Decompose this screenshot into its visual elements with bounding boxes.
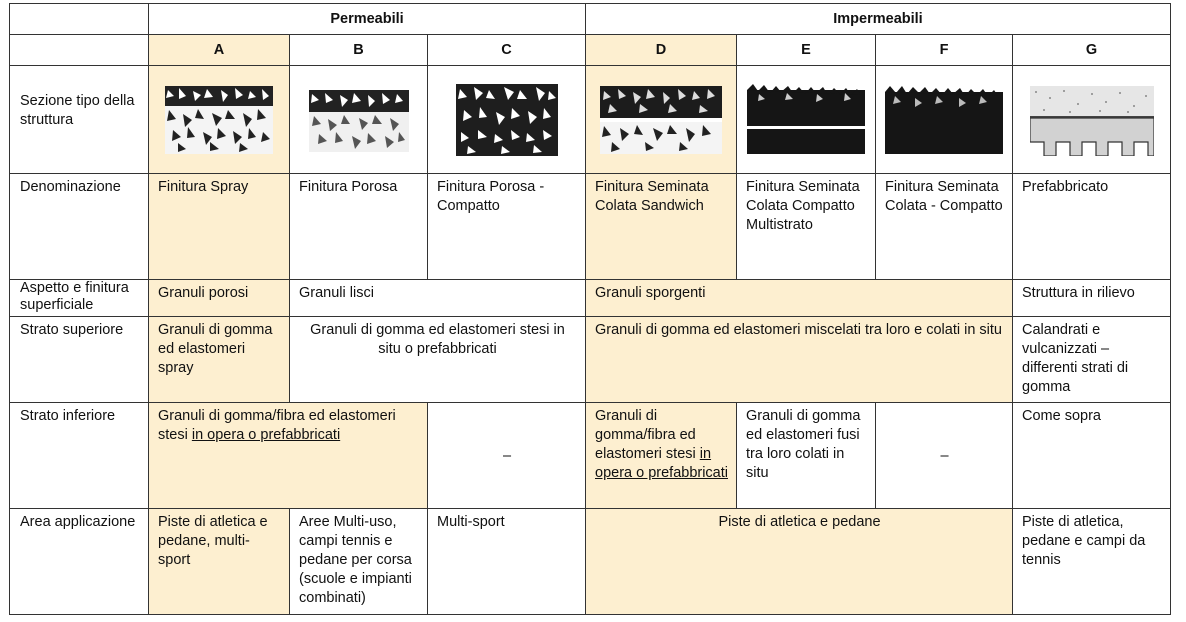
column-header-e: E <box>736 34 876 66</box>
column-header-c: C <box>427 34 586 66</box>
section-image-e <box>736 65 876 174</box>
layer-diagram-d <box>600 85 722 154</box>
aspetto-g: Struttura in rilievo <box>1012 279 1171 317</box>
section-image-g <box>1012 65 1171 174</box>
section-image-b <box>289 65 428 174</box>
denominazione-g: Prefabbricato <box>1012 173 1171 280</box>
inferiore-ab: Granuli di gomma/fibra ed elastomeri ste… <box>148 402 428 509</box>
denominazione-d: Finitura Seminata Colata Sandwich <box>585 173 737 280</box>
column-header-f: F <box>875 34 1013 66</box>
superiore-a: Granuli di gomma ed elastomeri spray <box>148 316 290 403</box>
inferiore-c: – <box>427 402 586 509</box>
section-image-d <box>585 65 737 174</box>
denominazione-e: Finitura Seminata Colata Compatto Multis… <box>736 173 876 280</box>
group-header-permeable: Permeabili <box>148 3 586 35</box>
column-header-g: G <box>1012 34 1171 66</box>
column-header-a: A <box>148 34 290 66</box>
corner-cell-2 <box>9 34 149 66</box>
area-b: Aree Multi-uso, campi tennis e pedane pe… <box>289 508 428 615</box>
column-header-d: D <box>585 34 737 66</box>
denominazione-b: Finitura Porosa <box>289 173 428 280</box>
group-header-impermeable: Impermeabili <box>585 3 1171 35</box>
aspetto-a: Granuli porosi <box>148 279 290 317</box>
superiore-def: Granuli di gomma ed elastomeri miscelati… <box>585 316 1013 403</box>
layer-diagram-f <box>885 85 1003 154</box>
aspetto-def: Granuli sporgenti <box>585 279 1013 317</box>
layer-diagram-a <box>165 85 273 154</box>
column-header-b: B <box>289 34 428 66</box>
inferiore-g: Come sopra <box>1012 402 1171 509</box>
superiore-bc: Granuli di gomma ed elastomeri stesi in … <box>289 316 586 403</box>
row-label-area: Area applicazione <box>9 508 149 615</box>
area-c: Multi-sport <box>427 508 586 615</box>
layer-diagram-b <box>308 89 409 152</box>
inferiore-ab-text: Granuli di gomma/fibra ed elastomeri ste… <box>158 408 396 443</box>
row-label-inferiore: Strato inferiore <box>9 402 149 509</box>
area-a: Piste di atletica e pedane, multi-sport <box>148 508 290 615</box>
surface-comparison-table: Permeabili Impermeabili A B C D E F G Se… <box>9 3 1171 615</box>
denominazione-a: Finitura Spray <box>148 173 290 280</box>
section-image-f <box>875 65 1013 174</box>
corner-cell <box>9 3 149 35</box>
row-label-superiore: Strato superiore <box>9 316 149 403</box>
inferiore-d-underlined: in opera o prefabbricati <box>595 446 728 481</box>
superiore-g: Calandrati e vulcanizzati – differenti s… <box>1012 316 1171 403</box>
inferiore-f: – <box>875 402 1013 509</box>
section-image-a <box>148 65 290 174</box>
denominazione-c: Finitura Porosa - Compatto <box>427 173 586 280</box>
inferiore-ab-underlined: in opera o prefabbricati <box>191 427 341 443</box>
inferiore-e: Granuli di gomma ed elastomeri fusi tra … <box>736 402 876 509</box>
layer-diagram-c <box>455 83 558 156</box>
layer-diagram-g <box>1029 85 1154 156</box>
area-g: Piste di atletica, pedane e campi da ten… <box>1012 508 1171 615</box>
inferiore-d-text: Granuli di gomma/fibra ed elastomeri ste… <box>595 408 696 462</box>
aspetto-bc: Granuli lisci <box>289 279 586 317</box>
row-label-aspetto: Aspetto e finitura superficiale <box>9 279 149 317</box>
inferiore-d: Granuli di gomma/fibra ed elastomeri ste… <box>585 402 737 509</box>
denominazione-f: Finitura Seminata Colata - Compatto <box>875 173 1013 280</box>
layer-diagram-e <box>747 83 865 154</box>
row-label-sezione: Sezione tipo della struttura <box>9 65 149 174</box>
row-label-denominazione: Denominazione <box>9 173 149 280</box>
section-image-c <box>427 65 586 174</box>
area-def: Piste di atletica e pedane <box>585 508 1013 615</box>
